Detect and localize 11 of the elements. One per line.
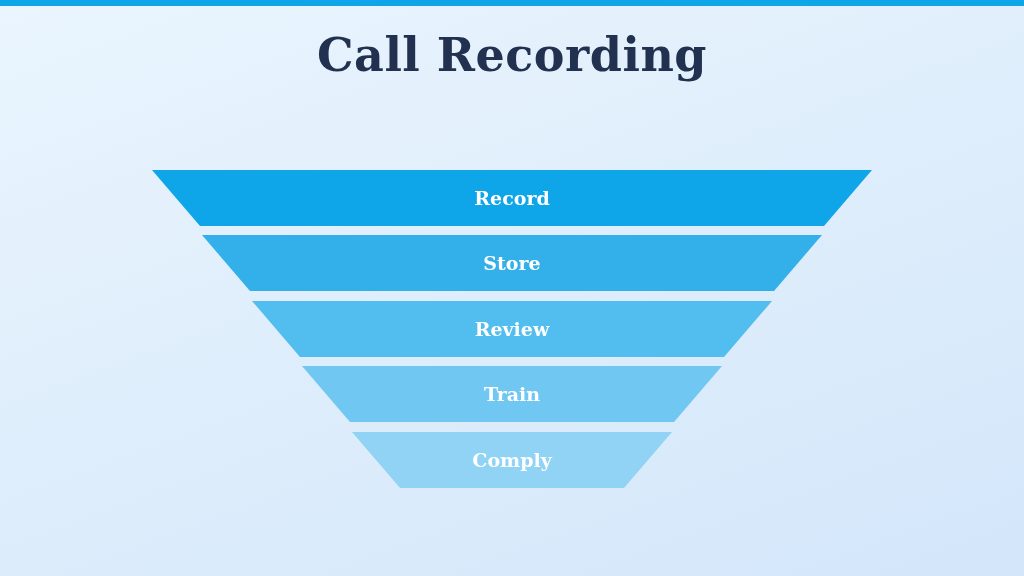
funnel-band <box>302 366 722 422</box>
title: Call Recording <box>316 28 708 82</box>
band-label: Record <box>474 187 550 209</box>
band-label: Store <box>483 252 541 274</box>
band-label: Review <box>474 318 550 340</box>
funnel-band <box>152 170 872 226</box>
funnel-band <box>252 301 772 357</box>
funnel-band <box>352 432 672 488</box>
band-label: Train <box>483 383 541 405</box>
band-label: Comply <box>472 449 552 471</box>
funnel-band <box>202 235 822 291</box>
